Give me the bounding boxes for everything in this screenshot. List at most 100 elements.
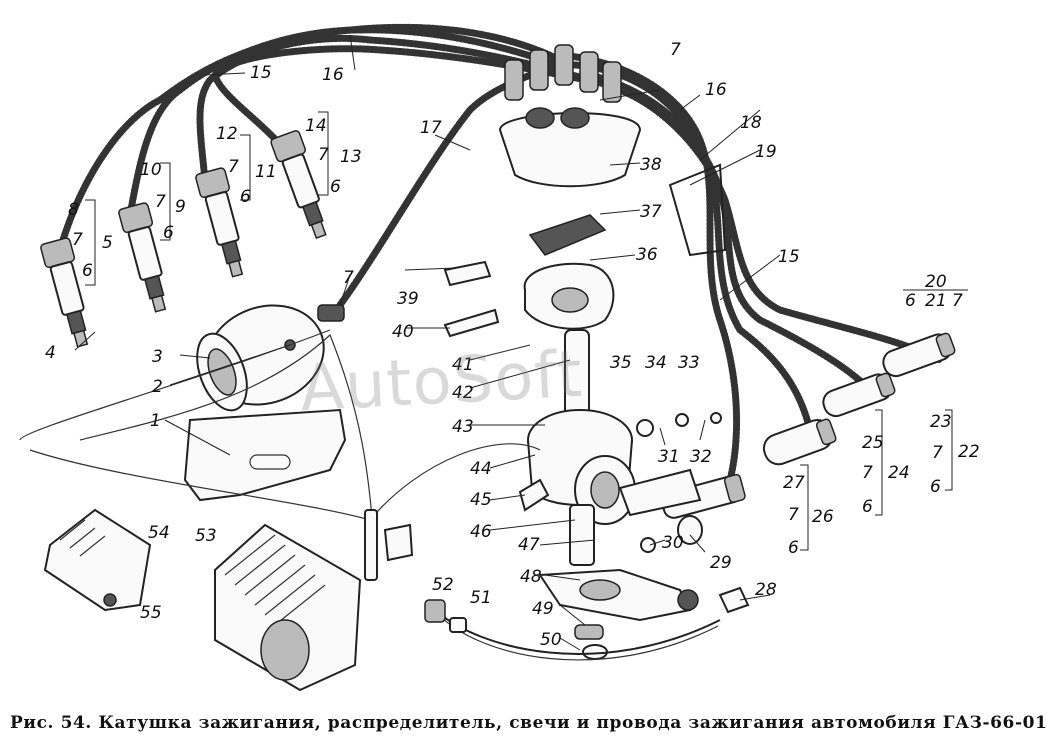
callout-31: 31 (658, 447, 680, 467)
watermark: AutoSoft (298, 337, 585, 427)
callout-45: 45 (470, 490, 492, 510)
callout-15b: 15 (778, 247, 800, 267)
right-plug-cap-26 (661, 473, 746, 519)
callout-33: 33 (678, 353, 700, 373)
right-plug-cap-22 (882, 332, 956, 378)
callout-52: 52 (432, 575, 454, 595)
small-hardware (443, 163, 750, 660)
leader-lines (74, 34, 781, 651)
ignition-wire-harness (56, 23, 944, 484)
low-voltage-wires (19, 329, 541, 581)
callout-8: 8 (68, 200, 79, 220)
callout-10: 10 (140, 160, 162, 180)
callout-17: 17 (420, 118, 442, 138)
spark-plug-4 (270, 130, 327, 240)
callout-49: 49 (532, 599, 554, 619)
callout-4: 4 (45, 343, 56, 363)
callout-20: 20 (925, 272, 947, 292)
callout-43: 43 (452, 417, 474, 437)
callout-7b: 7 (155, 192, 166, 212)
callout-35: 35 (610, 353, 632, 373)
callout-1: 1 (150, 411, 161, 431)
callout-46: 46 (470, 522, 492, 542)
callout-30: 30 (662, 533, 684, 553)
callout-6c: 6 (240, 187, 251, 207)
callout-7i: 7 (862, 463, 873, 483)
right-plug-cap-23 (822, 372, 896, 418)
low-voltage-cable (424, 599, 721, 661)
callout-7a: 7 (72, 230, 83, 250)
callout-48: 48 (520, 567, 542, 587)
callout-12: 12 (216, 124, 238, 144)
callout-18: 18 (740, 113, 762, 133)
ignition-coil (183, 304, 347, 502)
callout-44: 44 (470, 459, 492, 479)
callout-54: 54 (148, 523, 170, 543)
callout-7d: 7 (318, 145, 329, 165)
callout-23: 23 (930, 412, 952, 432)
callout-numbers: 1 2 3 4 5 6 6 6 6 7 7 7 7 7 7 8 9 10 11 … (45, 40, 980, 650)
breaker-plate (523, 262, 615, 330)
callout-3: 3 (152, 347, 163, 367)
spark-plug-1 (40, 237, 89, 348)
callout-53: 53 (195, 526, 217, 546)
callout-29: 29 (710, 553, 732, 573)
callout-13: 13 (340, 147, 362, 167)
callout-6a: 6 (82, 261, 93, 281)
callout-7e: 7 (343, 268, 354, 288)
callout-28: 28 (755, 580, 777, 600)
callout-37: 37 (640, 202, 662, 222)
callout-16a: 16 (322, 65, 344, 85)
callout-6g: 6 (862, 497, 873, 517)
distributor-cap (498, 44, 642, 188)
callout-36: 36 (636, 245, 658, 265)
callout-40: 40 (392, 322, 414, 342)
callout-6f: 6 (930, 477, 941, 497)
callout-2: 2 (152, 377, 163, 397)
callout-7h: 7 (932, 443, 943, 463)
callout-21: 21 (925, 291, 947, 311)
callout-11: 11 (255, 162, 277, 182)
callout-55: 55 (140, 603, 162, 623)
callout-41: 41 (452, 355, 474, 375)
distributor-body (527, 329, 702, 566)
callout-19: 19 (755, 142, 777, 162)
callout-6b: 6 (163, 223, 174, 243)
callout-51: 51 (470, 588, 492, 608)
callout-6d: 6 (330, 177, 341, 197)
callout-47: 47 (518, 535, 540, 555)
diagram-canvas: 1 2 3 4 5 6 6 6 6 7 7 7 7 7 7 8 9 10 11 … (19, 23, 980, 692)
callout-7g: 7 (952, 291, 963, 311)
callout-25: 25 (862, 433, 884, 453)
callout-32: 32 (690, 447, 712, 467)
bracket-groups (85, 111, 968, 551)
callout-16b: 16 (705, 80, 727, 100)
transistor-switch (214, 523, 362, 692)
diagram-stage: 1 2 3 4 5 6 6 6 6 7 7 7 7 7 7 8 9 10 11 … (10, 23, 1047, 733)
right-plug-cap-24 (762, 418, 837, 466)
callout-7c: 7 (228, 157, 239, 177)
callout-15a: 15 (250, 63, 272, 83)
callout-24: 24 (888, 463, 910, 483)
callout-22: 22 (958, 442, 980, 462)
callout-34: 34 (645, 353, 667, 373)
callout-38: 38 (640, 155, 662, 175)
spark-plug-3 (195, 167, 244, 278)
callout-7j: 7 (788, 505, 799, 525)
callout-14: 14 (305, 116, 327, 136)
figure-caption: Рис. 54. Катушка зажигания, распределите… (10, 713, 1047, 733)
callout-9: 9 (175, 197, 186, 217)
callout-6h: 6 (788, 538, 799, 558)
callout-39: 39 (397, 289, 419, 309)
rotor (528, 214, 607, 256)
callout-50: 50 (540, 630, 562, 650)
resistor-block (43, 508, 152, 612)
callout-7f: 7 (670, 40, 681, 60)
octane-corrector-plate (538, 568, 699, 622)
callout-5: 5 (102, 233, 113, 253)
callout-42: 42 (452, 383, 474, 403)
callout-26: 26 (812, 507, 834, 527)
callout-6e: 6 (905, 291, 916, 311)
callout-27: 27 (783, 473, 805, 493)
spark-plug-2 (118, 202, 167, 313)
